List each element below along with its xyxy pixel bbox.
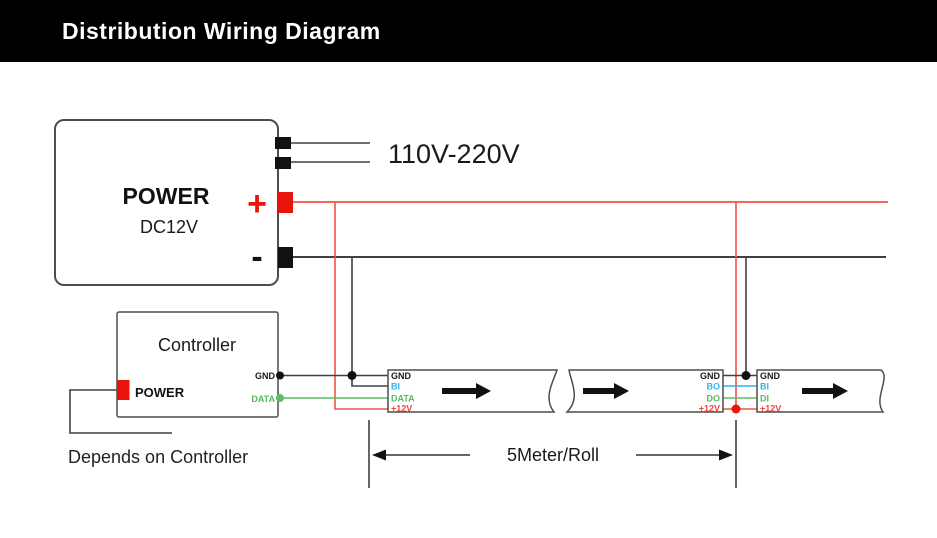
strip3-12v-label: +12V [760,404,781,414]
strip2-bo-label: BO [707,382,721,392]
strip3-bi-label: BI [760,382,769,392]
controller-gnd-pin-label: GND [255,371,276,381]
strip1-data-label: DATA [391,394,415,404]
led-strip-2 [565,369,724,413]
strip1-bi-label: BI [391,382,400,392]
ac-terminal-2 [275,157,291,169]
controller-data-pin-dot [276,394,284,402]
strip3-gnd-label: GND [760,371,781,381]
strip2-12v-label: +12V [699,404,720,414]
negative-terminal [278,247,293,268]
bi-wire-to-strip1 [351,375,388,387]
minus-sign: - [251,238,262,276]
dimension-label: 5Meter/Roll [507,445,599,465]
controller-label: Controller [158,335,236,355]
power-supply-label: POWER [123,183,210,209]
strip2-do-label: DO [707,394,721,404]
controller-power-terminal [117,380,130,400]
dimension-annotation: 5Meter/Roll [368,420,737,488]
gnd-junction-dot-1 [347,371,357,380]
strip2-gnd-label: GND [700,371,721,381]
dimension-arrowhead-left-icon [372,449,386,461]
strip1-12v-label: +12V [391,404,412,414]
ac-terminal-1 [275,137,291,149]
controller-note: Depends on Controller [68,447,248,467]
dimension-arrowhead-right-icon [719,449,733,461]
title-bar: Distribution Wiring Diagram [0,0,937,62]
power-supply-voltage: DC12V [140,217,198,237]
strip2-direction-arrow-icon [583,383,629,399]
gnd-junction-dot-2 [741,371,751,380]
controller-power-lead-wire [69,389,172,434]
plus12v-branch-strip1 [334,202,388,410]
positive-terminal [278,192,293,213]
strip1-gnd-label: GND [391,371,412,381]
strip1-direction-arrow-icon [442,383,491,399]
strip3-di-label: DI [760,394,769,404]
strip3-direction-arrow-icon [802,383,848,399]
ac-input-label: 110V-220V [388,139,520,169]
controller-data-pin-label: DATA [251,394,275,404]
plus12v-junction-dot [731,404,741,414]
page-title: Distribution Wiring Diagram [62,17,381,44]
controller-power-label: POWER [135,385,185,400]
controller-box [116,311,279,418]
controller-gnd-pin-dot [276,371,284,380]
plus-sign: + [247,185,267,223]
